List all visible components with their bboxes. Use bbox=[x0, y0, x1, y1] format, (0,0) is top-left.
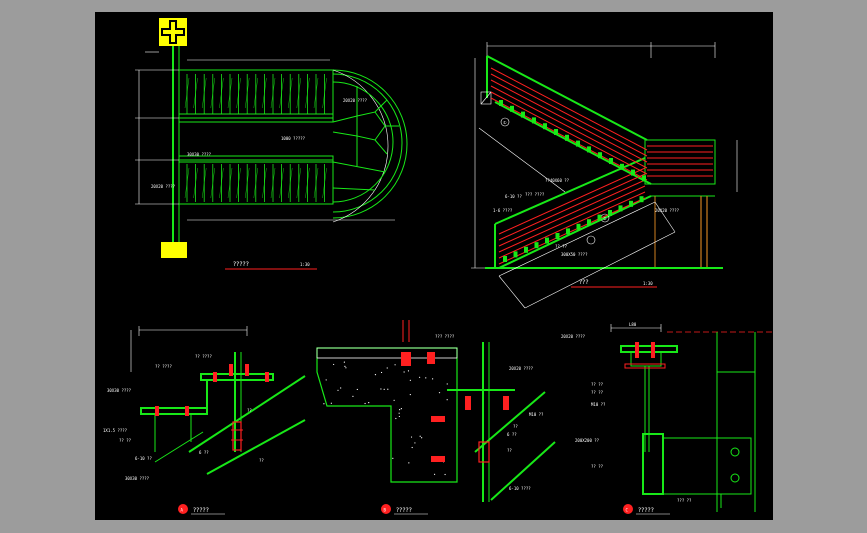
plan-view: 20X20 ???? 1000 ????? 30X30 ???? 20X20 ?… bbox=[135, 18, 408, 270]
section-marker-1 bbox=[500, 117, 510, 127]
dc-label-2: L80 bbox=[629, 322, 637, 327]
db-label-2: 20X20 ???? bbox=[509, 366, 534, 371]
db-label-6: ?? bbox=[507, 448, 512, 453]
db-label-5: 6 ?? bbox=[507, 432, 517, 437]
bottom-post bbox=[161, 242, 187, 258]
da-label-9: ?? bbox=[259, 458, 264, 463]
cad-viewport[interactable]: 20X20 ???? 1000 ????? 30X30 ???? 20X20 ?… bbox=[95, 12, 773, 520]
db-label-7: 6-10 ???? bbox=[509, 486, 531, 491]
svg-text:B: B bbox=[384, 508, 387, 513]
svg-text:②: ② bbox=[603, 216, 607, 221]
detail-c: 20X20 ???? L80 ?? ?? ?? ?? M10 ?? 200X20… bbox=[561, 322, 773, 515]
dc-label-8: ??? ?? bbox=[677, 498, 692, 503]
db-label-1: ??? ???? bbox=[435, 334, 455, 339]
elev-label-2: ??? ???? bbox=[525, 192, 545, 197]
dc-label-6: 200X200 ?? bbox=[575, 438, 600, 443]
plan-label-1: 20X20 ???? bbox=[343, 98, 368, 103]
svg-text:A: A bbox=[181, 508, 184, 513]
elev-label-3: 20X20 ???? bbox=[655, 208, 680, 213]
dc-label-1: 20X20 ???? bbox=[561, 334, 586, 339]
plan-scale: 1:30 bbox=[300, 262, 310, 267]
detail-a-title: ????? bbox=[193, 507, 209, 514]
da-label-5: ?? ?? bbox=[119, 438, 132, 443]
db-label-3: M10 ?? bbox=[529, 412, 544, 417]
da-label-7: 6 ?? bbox=[199, 450, 209, 455]
dc-label-3: ?? ?? bbox=[591, 382, 604, 387]
elev-label-1: ??40X60 ?? bbox=[545, 178, 570, 183]
db-label-4: ?? bbox=[513, 424, 518, 429]
da-label-6: ?? bbox=[247, 408, 252, 413]
svg-text:C: C bbox=[626, 508, 629, 513]
elevation-view: ??40X60 ?? ??? ???? 20X20 ???? 6-10 ?? 1… bbox=[471, 42, 738, 309]
dc-label-4: ?? ?? bbox=[591, 390, 604, 395]
plan-label-4: 20X20 ???? bbox=[151, 184, 176, 189]
elev-label-6: ?? ?? bbox=[555, 244, 568, 249]
detail-c-title: ????? bbox=[638, 507, 654, 514]
elevation-title: ??? bbox=[579, 279, 589, 286]
dc-label-5: M10 ?? bbox=[591, 402, 606, 407]
detail-c-marker bbox=[623, 504, 633, 514]
da-label-1: ?? ???? bbox=[155, 364, 172, 369]
plan-title: ????? bbox=[233, 261, 249, 268]
detail-b-marker bbox=[381, 504, 391, 514]
da-label-3: 30X30 ???? bbox=[107, 388, 132, 393]
drawing-canvas: 20X20 ???? 1000 ????? 30X30 ???? 20X20 ?… bbox=[103, 18, 773, 515]
detail-a-marker bbox=[178, 504, 188, 514]
svg-text:①: ① bbox=[503, 120, 507, 125]
elev-label-4: 6-10 ?? bbox=[505, 194, 522, 199]
da-label-4: 1X1.5 ???? bbox=[103, 428, 128, 433]
detail-a: ?? ???? ?? ???? 30X30 ???? 1X1.5 ???? ??… bbox=[103, 326, 306, 515]
dc-label-7: ?? ?? bbox=[591, 464, 604, 469]
elev-label-5: 1-6 ???? bbox=[493, 208, 513, 213]
elevation-scale: 1:30 bbox=[643, 281, 653, 286]
da-label-10: 30X30 ???? bbox=[125, 476, 150, 481]
detail-b: ??? ???? 20X20 ???? M10 ?? ?? 6 ?? ?? 6-… bbox=[316, 320, 556, 515]
plan-label-3: 30X30 ???? bbox=[187, 152, 212, 157]
da-label-8: 6-10 ?? bbox=[135, 456, 152, 461]
da-label-2: ?? ???? bbox=[195, 354, 212, 359]
plan-label-2: 1000 ????? bbox=[281, 136, 306, 141]
elev-label-7: 300X50 ???? bbox=[561, 252, 588, 257]
detail-b-title: ????? bbox=[396, 507, 412, 514]
